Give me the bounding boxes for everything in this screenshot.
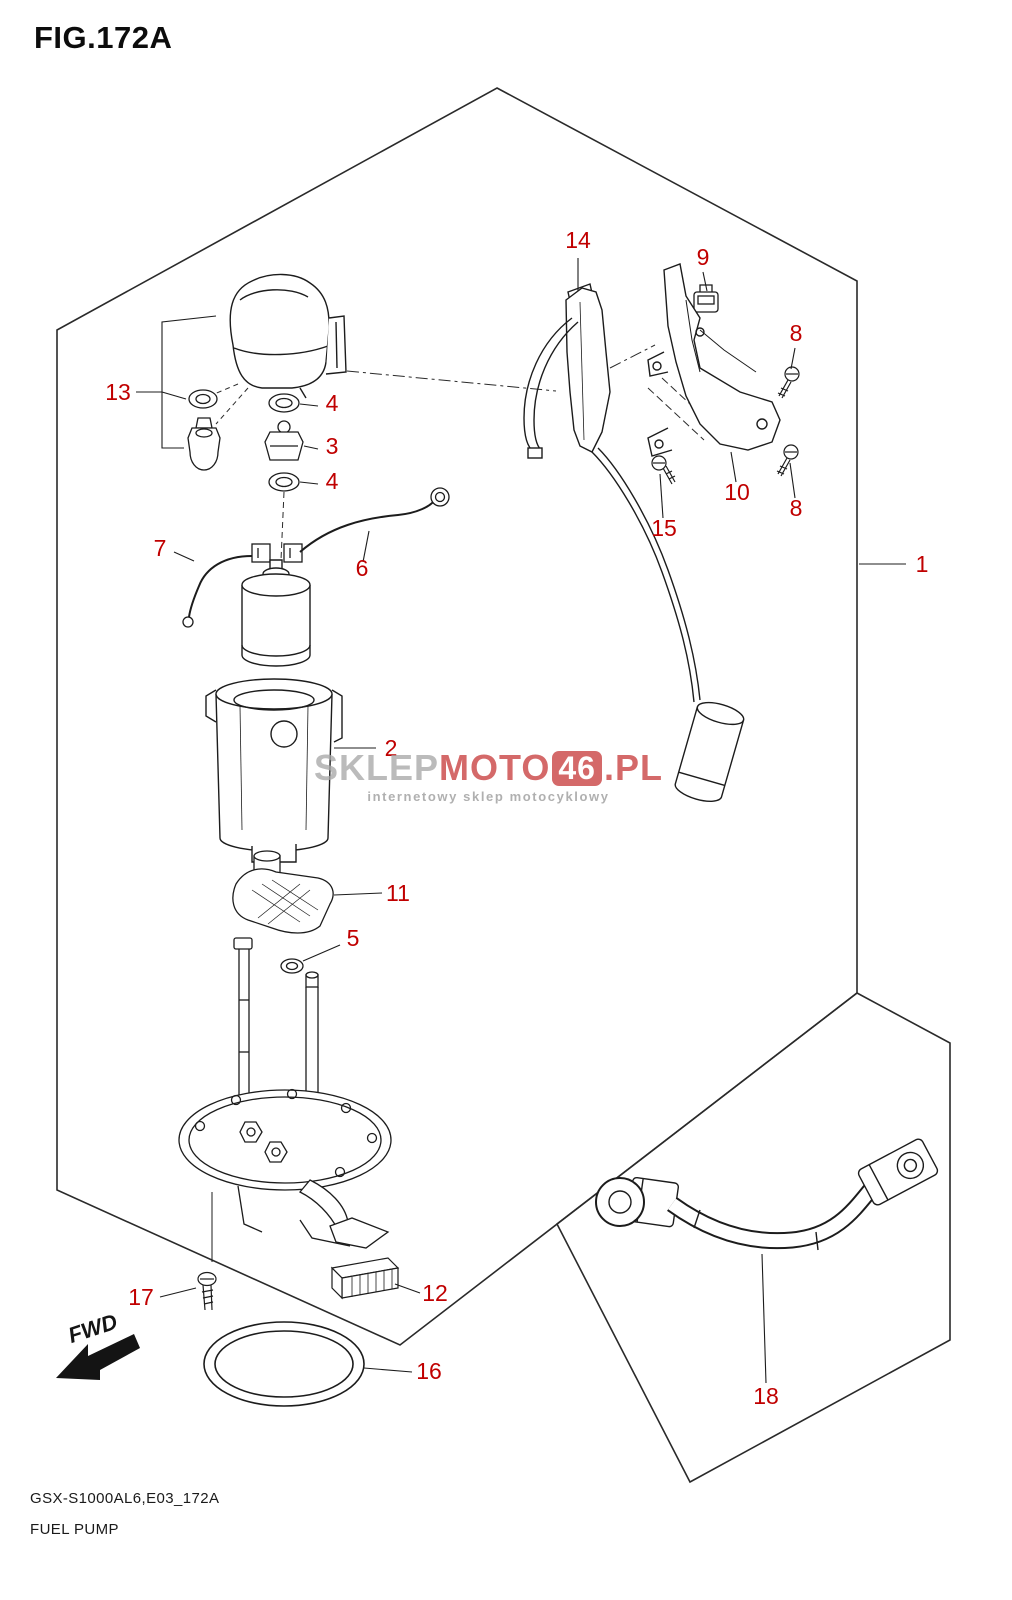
callout-15: 15 (651, 515, 677, 541)
callout-12: 12 (422, 1280, 448, 1306)
callout-6: 6 (356, 555, 369, 581)
callout-7: 7 (154, 535, 167, 561)
callout-14: 14 (565, 227, 591, 253)
watermark-subtitle: internetowy sklep motocyklowy (367, 789, 610, 804)
callout-3: 3 (326, 433, 339, 459)
lead-wire-drawing (182, 487, 450, 628)
screw-8-lower-drawing (776, 444, 799, 477)
fuel-hose-drawing (595, 1138, 939, 1251)
leader-lines (136, 258, 906, 1384)
seal-ring-drawing (203, 1321, 365, 1407)
o-ring-top-drawing (268, 393, 300, 413)
screw-15-drawing (651, 455, 676, 485)
screw-8-upper-drawing (777, 366, 800, 399)
model-code: GSX-S1000AL6,E03_172A (30, 1490, 220, 1507)
watermark-46-badge: 46 (552, 750, 602, 786)
callout-13: 13 (105, 379, 131, 405)
watermark-sklep: SKLEP (314, 747, 440, 788)
callout-8-lower: 8 (790, 495, 803, 521)
connector-9-drawing (693, 284, 719, 313)
watermark-moto: MOTO (439, 747, 551, 788)
callout-17: 17 (128, 1284, 154, 1310)
callout-5: 5 (347, 925, 360, 951)
callout-16: 16 (416, 1358, 442, 1384)
fuel-pump-motor-drawing (241, 559, 311, 667)
pump-housing-drawing (205, 678, 343, 863)
callout-11: 11 (386, 880, 410, 906)
callout-4-upper: 4 (326, 390, 339, 416)
fwd-label: FWD (65, 1309, 120, 1348)
callout-18: 18 (753, 1383, 779, 1409)
pressure-regulator-drawing (264, 420, 304, 461)
figure-title: FIG.172A (34, 20, 173, 55)
callout-numbers: 14 9 8 13 4 3 4 10 15 8 1 7 6 2 11 5 12 … (105, 227, 928, 1409)
filter-plate-drawing (232, 850, 334, 934)
cushion-pad-drawing (330, 1257, 400, 1300)
o-ring-bottom-drawing (268, 472, 300, 492)
callout-8-upper: 8 (790, 320, 803, 346)
flange-assembly-drawing (178, 937, 392, 1262)
callout-1: 1 (916, 551, 929, 577)
bracket-10-drawing (647, 263, 781, 457)
pump-cap-drawing (229, 273, 347, 399)
fuel-sender-drawing (187, 417, 221, 471)
callout-2: 2 (385, 735, 398, 761)
grommet-drawing (188, 389, 218, 409)
screw-17-drawing (197, 1271, 217, 1311)
float-assembly-drawing (523, 283, 745, 802)
callout-10: 10 (724, 479, 750, 505)
small-o-ring-drawing (280, 958, 304, 974)
watermark-pl: .PL (603, 747, 663, 788)
fwd-arrow: FWD (56, 1309, 140, 1380)
figure-name: FUEL PUMP (30, 1521, 119, 1538)
callout-9: 9 (697, 244, 710, 270)
callout-4-lower: 4 (326, 468, 339, 494)
